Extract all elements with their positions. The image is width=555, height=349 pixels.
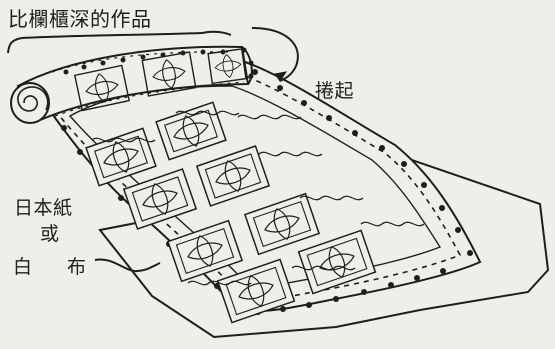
- rolled-motif-right: [207, 48, 247, 85]
- wavy-border-lines: [91, 110, 425, 286]
- or-label: 或: [40, 223, 60, 245]
- cloth-label: 布: [67, 256, 87, 278]
- rolled-quilt-cylinder: [10, 45, 254, 124]
- quilt-label-leader: [7, 30, 232, 54]
- quilt-blocks: [85, 101, 377, 324]
- quilt-label: 比欄櫃深的作品: [8, 7, 152, 31]
- quilt-block-5: [166, 219, 244, 283]
- rolled-motif-middle: [141, 51, 197, 97]
- rolled-motif-left: [73, 64, 131, 112]
- roll-up-label: 捲起: [315, 80, 355, 102]
- quilt-block-4: [195, 145, 271, 207]
- paper-label: 日本紙: [14, 197, 73, 219]
- quilt-block-1: [85, 127, 157, 187]
- quilt-block-6: [243, 192, 321, 256]
- white-label: 白: [13, 256, 33, 278]
- roll-up-arrow: [251, 27, 299, 82]
- quilt-block-7: [216, 258, 296, 324]
- quilt-block-8: [297, 229, 377, 295]
- quilt-block-3: [122, 168, 198, 230]
- paper-label-leader: [94, 258, 161, 273]
